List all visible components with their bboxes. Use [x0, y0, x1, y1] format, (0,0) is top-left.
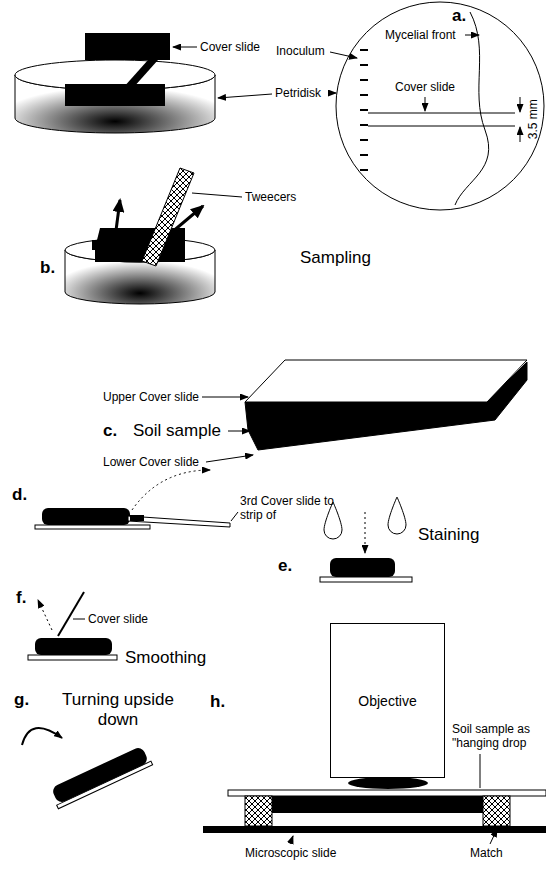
panel-letter: f.	[16, 588, 26, 608]
upper-cover-slide	[245, 360, 527, 402]
motion-arrow	[38, 600, 52, 630]
leader-line	[73, 619, 85, 620]
part-label: Petridisk	[275, 86, 321, 100]
leader-line	[480, 754, 481, 788]
panel-letter: g.	[14, 690, 29, 710]
panel-letter: b.	[40, 258, 55, 278]
objective-lens	[348, 777, 428, 789]
dimension-arrow	[520, 97, 521, 112]
leader-line	[231, 512, 238, 521]
cover-slide-edge	[368, 113, 515, 114]
panel-letter: c.	[103, 421, 117, 441]
mycelial-front	[455, 12, 489, 205]
panel-letter: e.	[278, 556, 292, 576]
cover-slide-edge	[368, 126, 515, 127]
part-label: 3rd Cover slide to strip of	[240, 494, 340, 523]
part-label: Cover slide	[88, 612, 148, 626]
step-title: Turning upside down	[62, 690, 174, 731]
soil-sample	[262, 796, 502, 813]
part-label: Mycelial front	[385, 28, 456, 42]
leader-line	[490, 829, 497, 844]
part-label: Cover slide	[200, 40, 260, 54]
part-label: Match	[470, 846, 503, 860]
cover-slide	[228, 790, 546, 796]
soil-sample	[51, 746, 149, 805]
motion-arrow	[365, 512, 366, 553]
soil-sample	[42, 508, 130, 525]
lift-arrow	[115, 200, 120, 238]
microscopic-slide	[203, 826, 546, 833]
part-label: Upper Cover slide	[103, 390, 199, 404]
leader-line	[330, 52, 357, 58]
dimension-arrow	[520, 127, 521, 142]
panel-letter: d.	[12, 485, 27, 505]
component-label: Objective	[358, 693, 416, 709]
stain-drop	[388, 497, 406, 534]
leader-line	[218, 94, 272, 98]
leader-line	[206, 455, 253, 462]
step-title: Soil sample	[133, 421, 221, 441]
leader-line	[228, 431, 250, 432]
dimension: 3.5 mm	[526, 99, 540, 139]
motion-arrow	[132, 470, 210, 510]
soil-sample	[330, 558, 395, 577]
leader-line	[328, 93, 336, 94]
part-label: Lower Cover slide	[103, 455, 199, 469]
lower-cover-slide	[35, 525, 150, 529]
leader-line	[192, 193, 242, 197]
match	[483, 796, 510, 826]
leader-line	[465, 35, 479, 36]
leader-line	[425, 97, 426, 111]
part-label: Tweecers	[245, 190, 296, 204]
step-title: Staining	[418, 525, 479, 545]
petri-dish-top-view	[336, 2, 544, 210]
soil-sample	[130, 515, 144, 521]
panel-letter: a.	[452, 6, 466, 26]
match	[245, 796, 272, 826]
step-title: Smoothing	[125, 648, 206, 668]
tweezers	[142, 168, 194, 266]
cover-slide	[85, 33, 170, 60]
inoculum-marks	[360, 50, 368, 170]
cover-slide	[58, 592, 84, 636]
cover-slide	[28, 655, 117, 660]
objective-lens: Objective	[330, 623, 445, 778]
panel-letter: h.	[210, 692, 225, 712]
cover-slide	[114, 60, 158, 98]
cover-slide	[320, 577, 412, 582]
turn-arrow	[22, 728, 62, 745]
part-label: Cover slide	[395, 80, 455, 94]
part-label: Microscopic slide	[245, 846, 336, 860]
soil-sample	[35, 638, 112, 655]
cover-slide	[65, 84, 165, 106]
leader-line	[290, 836, 293, 844]
leader-line	[173, 47, 197, 48]
part-label: Soil sample as "hanging drop	[452, 722, 544, 751]
part-label: Inoculum	[276, 44, 325, 58]
leader-line	[202, 397, 248, 398]
sample-on-slide	[49, 745, 153, 809]
step-title: Sampling	[300, 248, 371, 268]
third-cover-slide	[128, 516, 230, 527]
